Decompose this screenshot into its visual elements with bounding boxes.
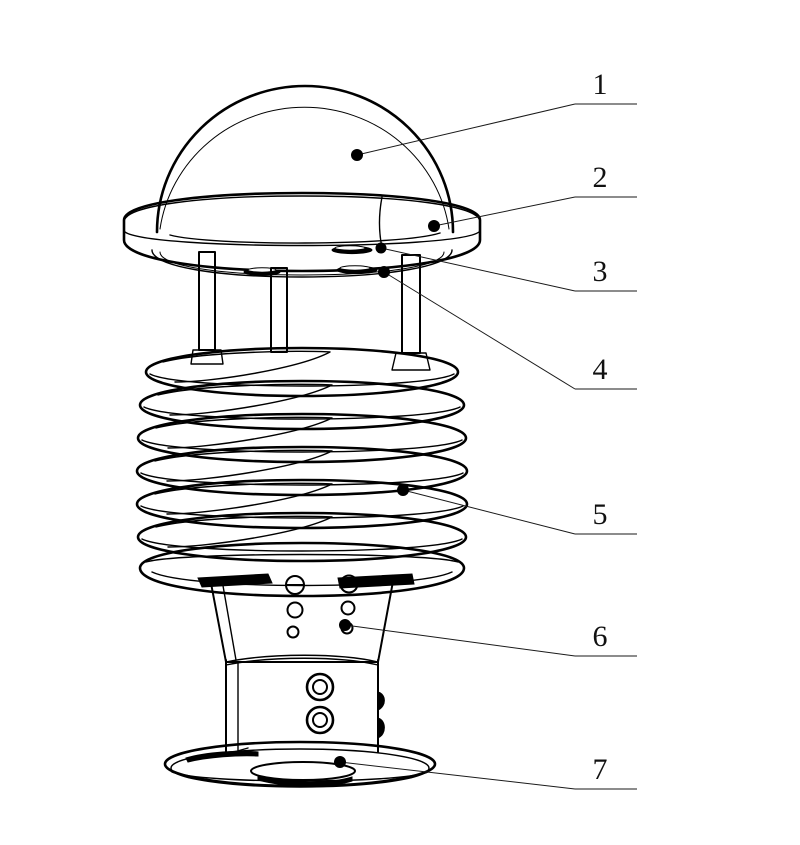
dome-outline bbox=[155, 84, 455, 234]
shield-plate-5 bbox=[135, 478, 469, 530]
leader-line-4 bbox=[383, 271, 576, 390]
leader-dot-5 bbox=[397, 484, 409, 496]
shield-bottom-slot-left bbox=[197, 573, 273, 588]
shield-plate-5-underedge bbox=[140, 505, 464, 519]
callout-leaders bbox=[334, 103, 576, 790]
shield-plate-bottom bbox=[138, 541, 466, 598]
callout-number-4: 4 bbox=[593, 353, 608, 386]
taper-body-outline bbox=[209, 575, 395, 663]
collar-mid-seam bbox=[124, 231, 480, 247]
base-plate-slot-left bbox=[185, 750, 259, 763]
callout-number-2: 2 bbox=[593, 161, 608, 194]
collar-ring-assembly bbox=[122, 191, 482, 278]
leader-dot-2 bbox=[428, 220, 440, 232]
shield-plate-top-louver bbox=[162, 350, 331, 383]
washer-left-inner bbox=[247, 267, 277, 273]
shield-plate-2 bbox=[138, 379, 466, 431]
shield-plate-bottom-topedge bbox=[145, 553, 459, 563]
leader-dot-1 bbox=[351, 149, 363, 161]
callout-number-3: 3 bbox=[593, 255, 608, 288]
shield-plate-6-louver bbox=[155, 515, 333, 548]
shield-plate-3 bbox=[136, 412, 468, 464]
dome-inner-highlight bbox=[159, 106, 450, 230]
leader-line-2 bbox=[433, 196, 576, 227]
collar-bottom-lip bbox=[151, 249, 453, 278]
connector-port-lower bbox=[305, 705, 335, 735]
shield-plate-4 bbox=[135, 445, 469, 497]
leader-line-5 bbox=[402, 489, 576, 535]
shield-plate-3-underedge bbox=[141, 439, 463, 453]
side-connector-lower bbox=[377, 717, 385, 739]
support-post-right-flange bbox=[391, 352, 431, 371]
washer-right-lower-inner bbox=[339, 265, 371, 271]
leader-line-7 bbox=[339, 761, 576, 790]
connector-port-upper bbox=[305, 672, 335, 702]
connector-port-lower-inner bbox=[312, 712, 328, 728]
leader-dot-6 bbox=[339, 619, 351, 631]
shield-plate-top bbox=[144, 346, 460, 398]
leader-line-3 bbox=[380, 247, 576, 292]
callout-underlines bbox=[575, 103, 637, 790]
dome-lower-seam bbox=[169, 232, 441, 244]
shield-plate-top-underedge bbox=[149, 373, 455, 387]
cylinder-body-top-curve bbox=[225, 657, 379, 666]
shield-plate-3-louver bbox=[155, 416, 333, 449]
support-post-left-flange bbox=[190, 349, 224, 365]
base-plate-tick bbox=[233, 747, 249, 753]
connector-port-upper-inner bbox=[312, 679, 328, 695]
callout-number-5: 5 bbox=[593, 498, 608, 531]
fastener-group bbox=[243, 245, 378, 276]
radiation-shield-assembly bbox=[135, 346, 469, 598]
leader-line-6 bbox=[344, 624, 576, 657]
leader-dot-4 bbox=[378, 266, 390, 278]
base-plate-assembly bbox=[163, 740, 437, 788]
cylinder-body-assembly bbox=[225, 657, 385, 753]
shield-plate-6-underedge bbox=[141, 538, 463, 552]
callout-numbers: 1 2 3 4 5 6 7 bbox=[593, 68, 608, 786]
taper-body-left-seam bbox=[221, 579, 237, 661]
vent-hole-l2 bbox=[286, 601, 304, 619]
shield-plate-4-underedge bbox=[140, 472, 464, 486]
vent-hole-r2 bbox=[340, 600, 356, 616]
collar-bottom-lip-inner bbox=[159, 251, 445, 276]
collar-top-edge bbox=[123, 195, 481, 223]
leader-dot-7 bbox=[334, 756, 346, 768]
shield-plate-5-louver bbox=[154, 482, 333, 515]
washer-right-upper-inner bbox=[334, 245, 366, 251]
shield-plate-4-louver bbox=[154, 449, 333, 482]
shield-plate-2-underedge bbox=[143, 406, 461, 420]
vent-hole-r1 bbox=[339, 574, 359, 594]
base-plate-inner-ring bbox=[170, 748, 430, 788]
side-connector-upper bbox=[377, 691, 385, 711]
vent-hole-l3 bbox=[286, 625, 300, 639]
callout-number-6: 6 bbox=[593, 620, 608, 653]
base-plate-boss bbox=[250, 761, 356, 781]
shield-plate-6 bbox=[136, 511, 468, 563]
leader-dot-3 bbox=[375, 242, 387, 254]
shield-plate-2-louver bbox=[157, 383, 333, 416]
taper-body-bottom-curve bbox=[225, 654, 379, 663]
dome-assembly bbox=[155, 84, 455, 244]
leader-line-1 bbox=[356, 103, 576, 156]
collar-outer-body bbox=[122, 191, 482, 273]
callout-number-1: 1 bbox=[593, 68, 608, 101]
base-plate-boss-shadow bbox=[257, 775, 353, 787]
callout-number-7: 7 bbox=[593, 753, 608, 786]
